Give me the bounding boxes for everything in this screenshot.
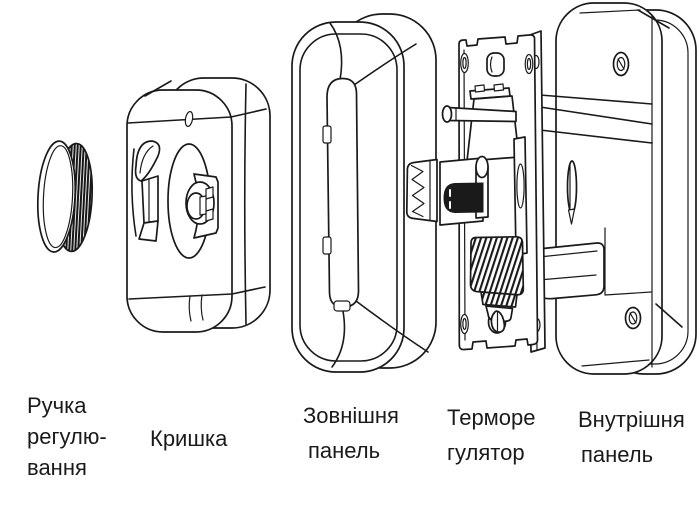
plate-hole bbox=[460, 52, 469, 74]
spline-coupler bbox=[405, 158, 438, 223]
label-adjustment-knob: Ручка регулю- вання bbox=[27, 390, 107, 483]
label-line: Терморе bbox=[447, 405, 536, 430]
clip-tab bbox=[333, 300, 351, 312]
bellows-coil bbox=[469, 235, 525, 296]
label-line: регулю- bbox=[27, 424, 107, 449]
inner-panel-drawing bbox=[537, 2, 697, 375]
mounting-rail bbox=[539, 94, 653, 105]
outer-panel-drawing bbox=[291, 13, 437, 373]
label-line: панель bbox=[308, 438, 381, 463]
cover-drawing bbox=[126, 77, 271, 333]
thermoregulator-drawing bbox=[405, 30, 546, 353]
label-line: Ручка bbox=[27, 393, 87, 418]
pin bbox=[566, 160, 578, 214]
center-hole bbox=[486, 52, 505, 77]
label-inner-panel: Внутрішня панель bbox=[578, 402, 685, 472]
label-line: Зовнішня bbox=[303, 403, 399, 428]
clip-tab bbox=[322, 125, 332, 144]
label-line: гулятор bbox=[447, 440, 525, 465]
plate-hole bbox=[460, 313, 469, 335]
label-line: Кришка bbox=[150, 426, 228, 451]
black-cylinder bbox=[443, 182, 484, 214]
cover-top-hole bbox=[184, 110, 194, 128]
rocker-switch bbox=[134, 140, 161, 182]
label-line: панель bbox=[581, 442, 654, 467]
adjustment-knob-drawing bbox=[36, 140, 94, 253]
clip-tab bbox=[322, 236, 332, 255]
label-line: вання bbox=[27, 455, 87, 480]
plate-hole bbox=[524, 53, 534, 75]
outer-panel-opening bbox=[326, 77, 360, 308]
label-outer-panel: Зовнішня панель bbox=[303, 398, 399, 468]
label-cover: Кришка bbox=[150, 421, 227, 456]
label-line: Внутрішня bbox=[578, 407, 685, 432]
label-thermoregulator: Терморе гулятор bbox=[447, 400, 536, 470]
